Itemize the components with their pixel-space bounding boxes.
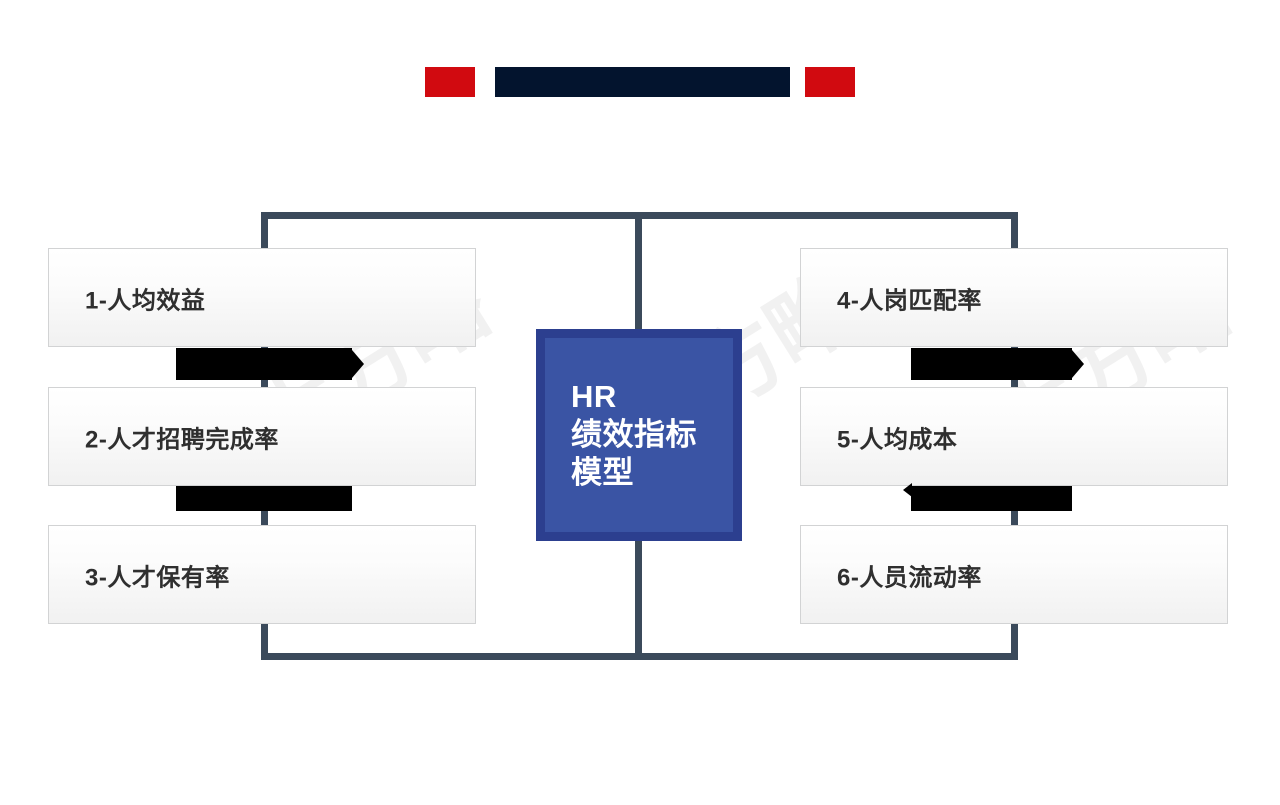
metric-box-5-label: 5-人均成本 bbox=[837, 426, 958, 453]
metric-box-6[interactable]: 6-人员流动率 bbox=[800, 525, 1228, 624]
redaction-arrow-right-lower-icon bbox=[903, 483, 912, 497]
metric-box-6-label: 6-人员流动率 bbox=[837, 564, 982, 591]
connector-center-top bbox=[635, 212, 642, 331]
center-model-line-3: 模型 bbox=[571, 455, 634, 490]
center-model-line-1: HR bbox=[571, 379, 617, 414]
metric-box-3-label: 3-人才保有率 bbox=[85, 564, 230, 591]
redaction-bar-left-lower bbox=[176, 486, 352, 511]
redaction-bar-left-upper bbox=[176, 348, 352, 380]
redaction-arrow-left-upper-icon bbox=[352, 350, 364, 378]
title-accent-right-block bbox=[805, 67, 855, 97]
title-redaction-bar bbox=[495, 67, 790, 97]
title-accent-left-block bbox=[425, 67, 475, 97]
redaction-bar-right-lower bbox=[911, 486, 1072, 511]
metric-box-4-label: 4-人岗匹配率 bbox=[837, 287, 982, 314]
redaction-bar-right-upper bbox=[911, 348, 1072, 380]
metric-box-3[interactable]: 3-人才保有率 bbox=[48, 525, 476, 624]
metric-box-2[interactable]: 2-人才招聘完成率 bbox=[48, 387, 476, 486]
redaction-arrow-right-upper-icon bbox=[1072, 350, 1084, 378]
metric-box-2-label: 2-人才招聘完成率 bbox=[85, 426, 279, 453]
metric-box-1-label: 1-人均效益 bbox=[85, 287, 206, 314]
metric-box-4[interactable]: 4-人岗匹配率 bbox=[800, 248, 1228, 347]
center-model-line-2: 绩效指标 bbox=[571, 417, 697, 452]
metric-box-1[interactable]: 1-人均效益 bbox=[48, 248, 476, 347]
slide-title-area: 绩效指标体系 bbox=[425, 67, 855, 97]
center-model-node[interactable]: HR 绩效指标 模型 bbox=[536, 329, 742, 541]
metric-box-5[interactable]: 5-人均成本 bbox=[800, 387, 1228, 486]
center-model-node-inner: HR 绩效指标 模型 bbox=[545, 338, 733, 532]
connector-center-bottom bbox=[635, 540, 642, 660]
